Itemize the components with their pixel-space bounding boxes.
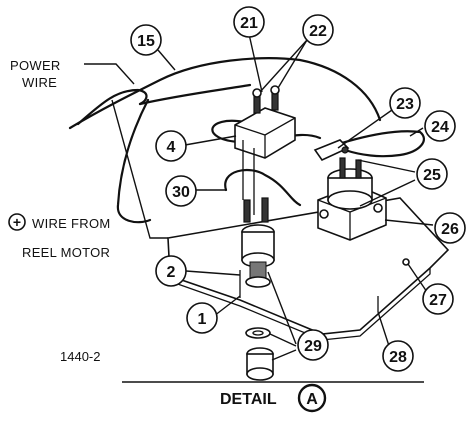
callout-22: 22: [302, 14, 334, 46]
leader-28: [377, 311, 391, 350]
leader-2: [185, 270, 241, 276]
callout-28: 28: [382, 340, 414, 372]
callout-24: 24: [424, 110, 456, 142]
power-wire: [68, 57, 382, 130]
svg-text:23: 23: [396, 96, 414, 113]
leader-24: [409, 127, 424, 137]
svg-text:29: 29: [304, 338, 322, 355]
power-wire-end: [76, 88, 148, 126]
wire-loop-30: [224, 168, 302, 207]
figure-id-label: 1440-2: [60, 349, 100, 364]
terminal-connector: [313, 139, 350, 162]
leader-25b: [359, 179, 416, 207]
svg-text:21: 21: [240, 15, 258, 32]
leader-21a: [248, 33, 263, 93]
relay-block: [234, 85, 296, 215]
plus-terminal-icon: +: [8, 213, 26, 231]
washer-hole: [252, 330, 264, 336]
svg-text:15: 15: [137, 33, 155, 50]
leader-22b: [259, 39, 308, 93]
callout-25: 25: [416, 158, 448, 190]
power-wire-label-line2: WIRE: [22, 75, 57, 90]
reel-wire-label-line2: REEL MOTOR: [22, 245, 110, 260]
svg-text:4: 4: [167, 139, 176, 156]
svg-text:25: 25: [423, 167, 441, 184]
reel-motor-wire: [116, 98, 152, 224]
svg-text:28: 28: [389, 349, 407, 366]
callout-21: 21: [233, 6, 265, 38]
svg-text:22: 22: [309, 23, 327, 40]
callout-1: 1: [186, 302, 218, 334]
svg-text:+: +: [13, 214, 21, 230]
leader-29a: [269, 333, 297, 347]
leader-26: [384, 219, 434, 226]
callout-2: 2: [155, 255, 187, 287]
detail-label: DETAIL: [220, 391, 277, 408]
callout-30: 30: [165, 175, 197, 207]
svg-text:A: A: [306, 391, 318, 408]
callout-27: 27: [422, 283, 454, 315]
svg-text:30: 30: [172, 184, 190, 201]
leader-29b: [271, 349, 297, 361]
wire-loop-24: [324, 130, 425, 158]
solenoid: [317, 157, 387, 241]
power-wire-branch: [138, 83, 252, 106]
leader-22a: [277, 39, 308, 89]
leader-15: [157, 49, 176, 71]
svg-text:2: 2: [167, 264, 176, 281]
spacer: [246, 347, 274, 381]
leader-power: [84, 63, 135, 85]
svg-text:26: 26: [441, 221, 459, 238]
leader-25a: [357, 159, 416, 173]
svg-text:24: 24: [431, 119, 449, 136]
nut-27: [402, 258, 410, 266]
callout-15: 15: [130, 24, 162, 56]
svg-text:1: 1: [198, 311, 207, 328]
detail-letter-badge: A: [297, 383, 327, 413]
washer: [245, 327, 271, 339]
leader-1: [213, 295, 241, 317]
leader-27: [407, 263, 428, 293]
leader-reel: [111, 99, 168, 239]
leader-29c: [267, 271, 297, 345]
callout-29: 29: [297, 329, 329, 361]
svg-text:27: 27: [429, 292, 447, 309]
callout-23: 23: [389, 87, 421, 119]
callout-4: 4: [155, 130, 187, 162]
leader-4: [184, 135, 237, 146]
leader-23: [337, 109, 393, 149]
reel-wire-label-line1: WIRE FROM: [32, 216, 111, 231]
motor-assembly: [241, 197, 275, 288]
power-wire-label-line1: POWER: [10, 58, 61, 73]
callout-26: 26: [434, 212, 466, 244]
